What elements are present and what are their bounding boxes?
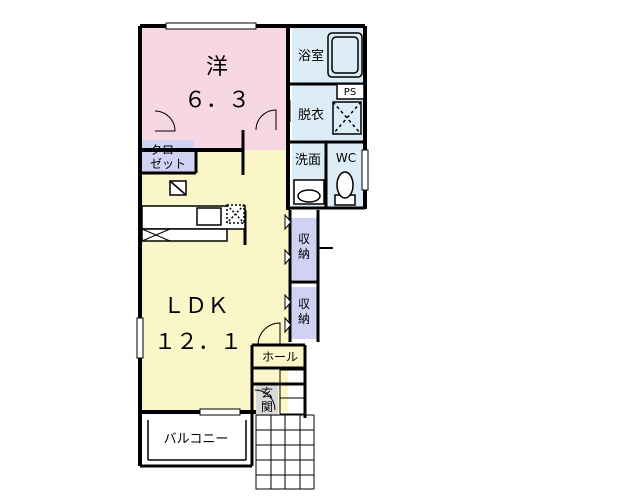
closet-label-2: ゼット: [150, 157, 186, 171]
windows: [136, 22, 369, 416]
bathtub-icon: [327, 32, 363, 78]
toilet-icon: [334, 171, 356, 206]
storage2-label-2: 納: [298, 312, 310, 326]
storage-door-marks: [284, 213, 292, 334]
bedroom-size: ６．３: [184, 88, 250, 113]
storage2-fill: [291, 287, 317, 339]
storage1-label-1: 収: [298, 232, 310, 246]
storage1-label-2: 納: [298, 247, 310, 261]
entrance-label-1: 玄: [261, 385, 273, 400]
entrance-label-2: 関: [261, 400, 273, 414]
entrance-stairs: [255, 414, 315, 490]
angled-wall: [317, 210, 333, 249]
washer-pan-icon: [332, 101, 362, 135]
bedroom-name: 洋: [206, 55, 228, 80]
closet-fill: [142, 140, 194, 174]
ps-label: PS: [344, 87, 356, 98]
ldk-name: ＬＤＫ: [163, 294, 229, 319]
ldk-fill: [140, 150, 288, 412]
dressing-label: 脱衣: [298, 107, 324, 123]
ps-box: [336, 83, 365, 100]
hall-label: ホール: [262, 350, 298, 364]
hall-fill: [253, 345, 305, 367]
bedroom-fill: [140, 27, 288, 150]
basin-icon: [293, 179, 325, 205]
bath-label: 浴室: [298, 48, 324, 64]
kitchen-fridge-icon: [141, 228, 171, 242]
storage1-fill: [291, 218, 317, 280]
closet-label-1: クロー: [150, 143, 186, 157]
interior-walls: [142, 82, 365, 418]
balcony-label: バルコニー: [164, 432, 229, 447]
balcony-rail: [147, 420, 247, 461]
door-swings: [154, 100, 291, 411]
exterior-walls: [138, 24, 367, 468]
entrance-step: [279, 369, 306, 415]
storage2-label-1: 収: [298, 297, 310, 311]
wc-label: WC: [336, 151, 356, 165]
washroom-label: 洗面: [295, 153, 321, 168]
entrance-fill: [256, 384, 278, 416]
ldk-size: １２．１: [154, 330, 242, 355]
